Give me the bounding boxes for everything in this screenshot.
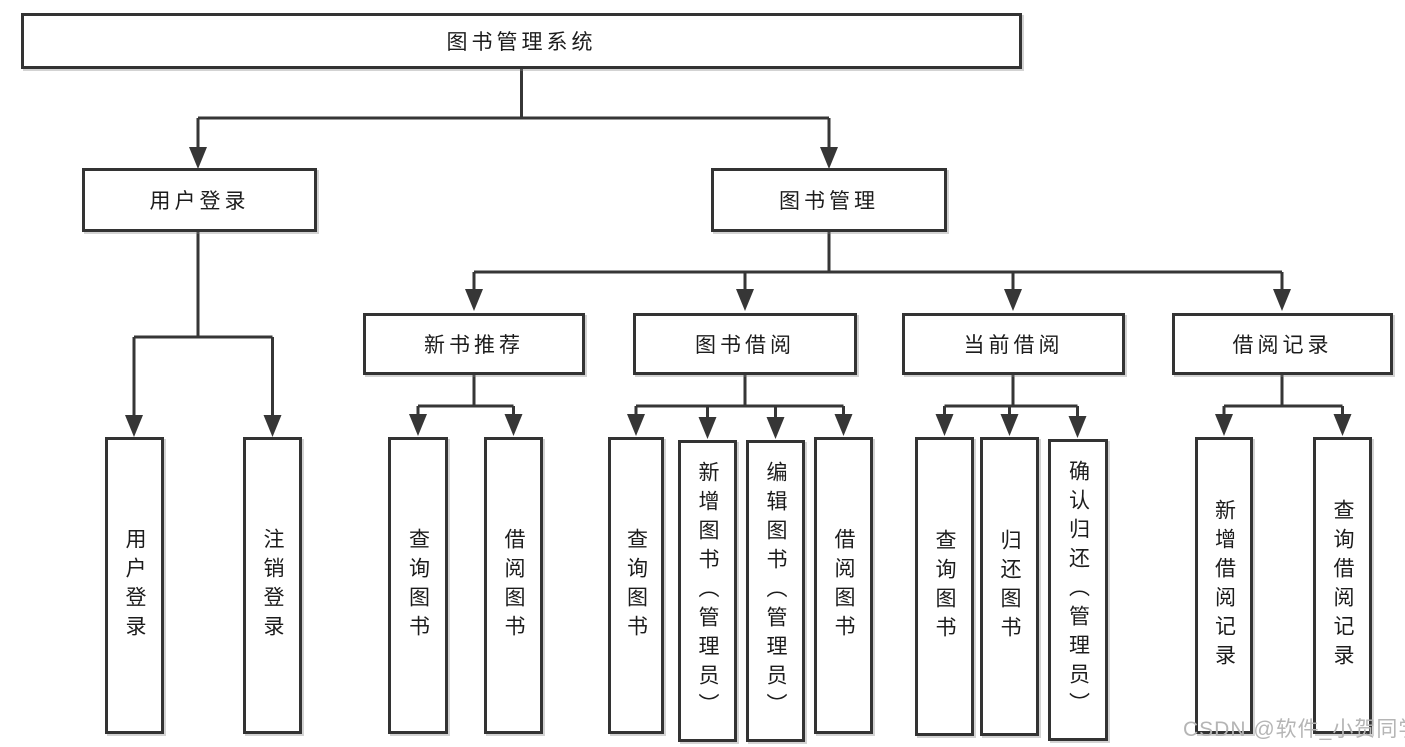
node-label: 归还图书 <box>998 528 1021 645</box>
node-label: 查询图书 <box>624 527 648 644</box>
node-query-books-recommend: 查询图书 <box>388 437 448 734</box>
node-label: 借阅图书 <box>832 527 855 644</box>
arrowhead-icons <box>125 147 1352 439</box>
node-user-login-branch: 用户登录 <box>82 168 317 232</box>
node-book-borrow: 图书借阅 <box>633 313 857 375</box>
node-query-books-current: 查询图书 <box>915 437 974 736</box>
watermark: CSDN @软件_小贺同学 <box>1183 718 1405 741</box>
node-label: 查询图书 <box>933 528 956 645</box>
node-label: 注销登录 <box>261 527 284 644</box>
node-system-root: 图书管理系统 <box>21 13 1022 69</box>
node-borrow-books-recommend: 借阅图书 <box>484 437 543 734</box>
node-label: 查询图书 <box>406 527 430 644</box>
node-label: 借阅图书 <box>502 527 525 644</box>
node-label: 借阅记录 <box>1232 334 1333 357</box>
node-label: 图书管理系统 <box>446 31 597 54</box>
node-label: 用户登录 <box>123 527 146 644</box>
node-label: 当前借阅 <box>963 334 1064 357</box>
node-logout: 注销登录 <box>243 437 302 734</box>
node-label: 新增图书（管理员） <box>696 460 719 722</box>
node-label: 查询借阅记录 <box>1331 498 1354 673</box>
node-confirm-return-admin: 确认归还（管理员） <box>1048 439 1108 741</box>
node-borrow-records: 借阅记录 <box>1172 313 1393 375</box>
node-book-management: 图书管理 <box>711 168 947 232</box>
node-return-books: 归还图书 <box>980 437 1039 736</box>
node-label: 图书借阅 <box>695 334 795 357</box>
node-label: 新增借阅记录 <box>1212 498 1236 673</box>
node-borrow-books-borrow: 借阅图书 <box>814 437 873 734</box>
node-query-borrow-record: 查询借阅记录 <box>1313 437 1372 734</box>
node-label: 编辑图书（管理员） <box>764 460 787 722</box>
node-add-borrow-record: 新增借阅记录 <box>1195 437 1253 734</box>
node-edit-book-admin: 编辑图书（管理员） <box>746 440 805 742</box>
node-new-book-recommend: 新书推荐 <box>363 313 585 375</box>
node-label: 新书推荐 <box>424 334 524 357</box>
node-login: 用户登录 <box>105 437 164 734</box>
node-label: 用户登录 <box>149 190 250 213</box>
node-label: 图书管理 <box>779 190 879 213</box>
node-add-book-admin: 新增图书（管理员） <box>678 440 737 742</box>
node-label: 确认归还（管理员） <box>1066 459 1090 721</box>
node-query-books-borrow: 查询图书 <box>608 437 664 734</box>
node-current-borrow: 当前借阅 <box>902 313 1125 375</box>
